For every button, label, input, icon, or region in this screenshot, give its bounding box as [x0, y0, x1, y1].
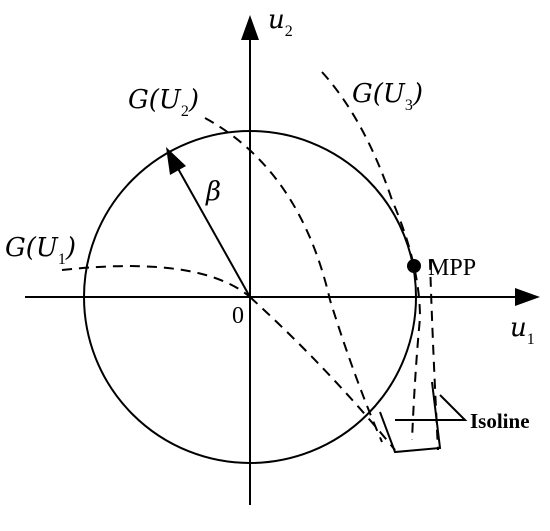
g2-lower-curve	[249, 296, 396, 451]
g2-curve	[204, 117, 383, 443]
u1-axis-label: u1	[510, 313, 535, 348]
isoline-bracket-1	[379, 381, 442, 454]
u2-axis-arrow	[241, 15, 259, 40]
mpp-label: MPP	[428, 255, 476, 281]
mpp-point	[407, 259, 421, 273]
g1-label: G(U1)	[5, 233, 76, 268]
isoline-label: Isoline	[470, 409, 530, 433]
g2-label: G(U2)	[128, 85, 199, 120]
g3-curve	[321, 71, 422, 441]
origin-label: 0	[232, 303, 244, 329]
g3-label: G(U3)	[352, 79, 423, 114]
g1-curve	[61, 265, 251, 298]
beta-vector	[175, 164, 251, 298]
isoline-connector	[395, 394, 468, 421]
beta-label: β	[205, 177, 221, 207]
beta-vector-arrowhead	[166, 147, 186, 175]
u1-axis-arrow	[515, 288, 540, 306]
u2-axis-label: u2	[268, 5, 293, 40]
beta-circle	[83, 130, 417, 464]
